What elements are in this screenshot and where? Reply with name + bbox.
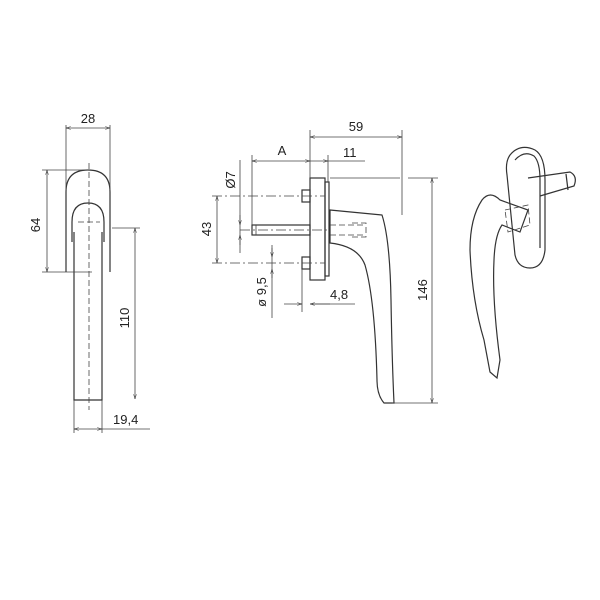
front-lever-neck — [71, 202, 105, 242]
persp-lever — [469, 194, 529, 380]
dim-lever-length: 110 — [117, 308, 132, 329]
side-spindle — [251, 224, 311, 236]
side-view: 59 A 11 146 43 Ø7 ø 9,5 4,8 — [199, 119, 438, 404]
side-lever — [329, 209, 395, 404]
dim-screw-spacing: 43 — [199, 222, 214, 236]
dim-depth: 59 — [349, 119, 363, 134]
dim-rosette-height: 64 — [28, 218, 43, 232]
dim-spindle-length: A — [278, 143, 287, 158]
persp-rosette — [505, 146, 546, 269]
dim-screw-diameter: Ø7 — [223, 171, 238, 188]
persp-spindle — [527, 171, 576, 197]
front-view: 28 64 110 19,4 — [28, 111, 150, 433]
dim-spindle-diameter: ø 9,5 — [254, 277, 269, 307]
dim-rosette-depth: 11 — [343, 145, 357, 160]
perspective-view — [469, 146, 576, 380]
dim-width: 28 — [81, 111, 95, 126]
front-lever — [73, 232, 103, 401]
dim-offset: 4,8 — [330, 287, 348, 302]
dim-lever-thickness: 19,4 — [113, 412, 138, 427]
dim-height: 146 — [415, 279, 430, 301]
side-rosette — [309, 177, 326, 281]
